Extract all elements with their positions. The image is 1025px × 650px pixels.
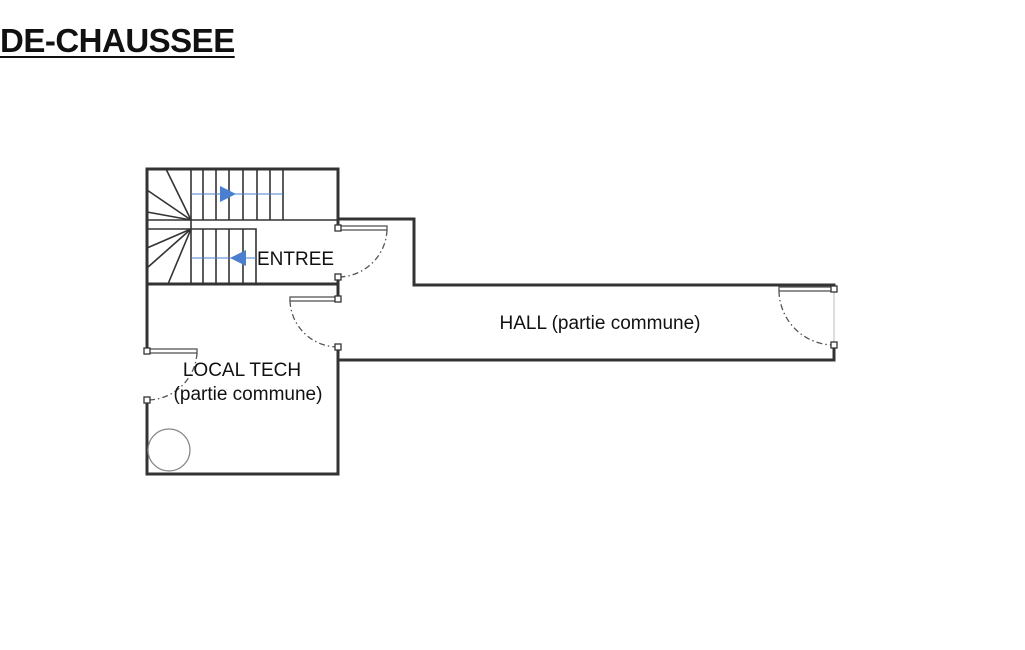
door-local-tech-east: [289, 295, 342, 351]
arrow-right-icon: [220, 186, 236, 202]
door-hall: [778, 285, 838, 349]
plan-title: DE-CHAUSSEE: [0, 22, 235, 59]
door-local-tech-west: [143, 347, 198, 404]
room-label-local-tech: LOCAL TECH: [183, 360, 301, 381]
boiler-circle-icon: [147, 428, 191, 472]
room-label-local-tech-sub: (partie commune): [174, 384, 323, 405]
door-entree: [334, 224, 388, 281]
arrow-left-icon: [230, 250, 246, 266]
staircase: [146, 168, 338, 285]
room-label-hall: HALL (partie commune): [500, 313, 701, 334]
room-label-entree: ENTREE: [257, 249, 334, 270]
walls: [145, 167, 836, 476]
